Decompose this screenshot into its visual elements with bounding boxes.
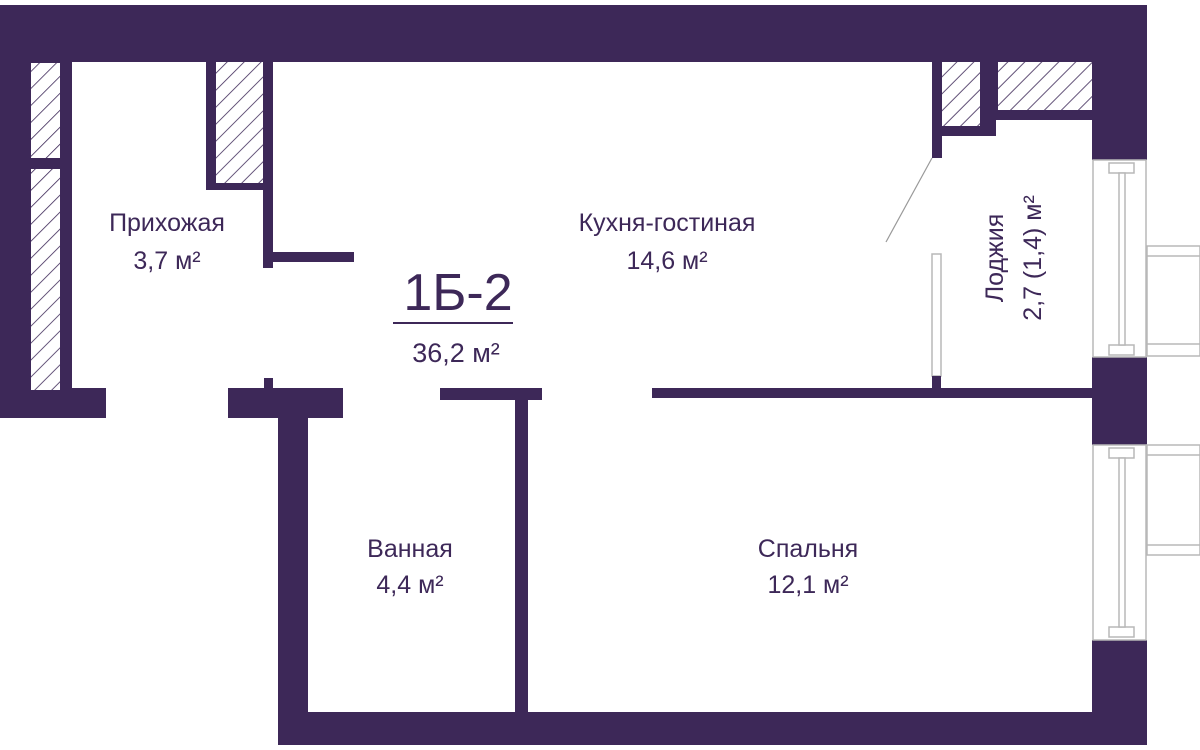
room-name: Ванная bbox=[367, 535, 453, 563]
room-name: Прихожая bbox=[109, 209, 225, 237]
room-area: 14,6 м² bbox=[626, 247, 707, 275]
room-bathroom: Ванная 4,4 м² bbox=[367, 535, 453, 599]
room-area: 12,1 м² bbox=[767, 571, 848, 599]
room-area: 3,7 м² bbox=[133, 247, 200, 275]
room-name: Лоджия bbox=[981, 214, 1009, 303]
door-swing bbox=[885, 157, 933, 243]
unit-label: 1Б-2 36,2 м² bbox=[393, 264, 513, 368]
total-area: 36,2 м² bbox=[412, 338, 500, 368]
window-bedroom bbox=[1092, 444, 1200, 641]
room-name: Спальня bbox=[758, 535, 858, 563]
room-area: 2,7 (1,4) м² bbox=[1019, 195, 1047, 321]
room-bedroom: Спальня 12,1 м² bbox=[758, 535, 858, 599]
room-hallway: Прихожая 3,7 м² bbox=[109, 209, 225, 275]
room-loggia: Лоджия 2,7 (1,4) м² bbox=[981, 195, 1047, 321]
hatched-shafts bbox=[31, 62, 1092, 390]
room-kitchen-living: Кухня-гостиная 14,6 м² bbox=[579, 209, 756, 275]
unit-code: 1Б-2 bbox=[403, 264, 512, 322]
window-loggia bbox=[1092, 159, 1200, 358]
room-area: 4,4 м² bbox=[376, 571, 443, 599]
room-name: Кухня-гостиная bbox=[579, 209, 756, 237]
